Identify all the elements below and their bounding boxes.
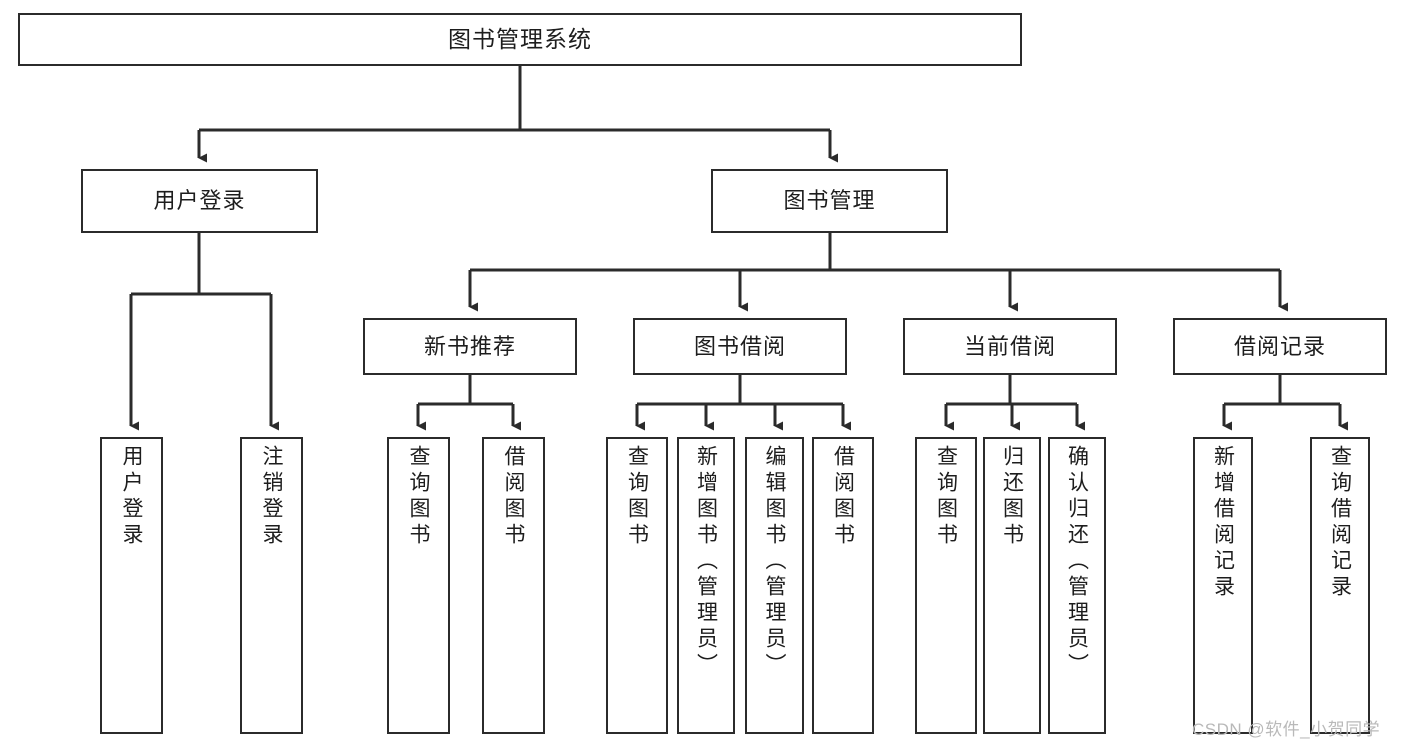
node-current-borrow[interactable]: 当前借阅: [903, 318, 1117, 375]
node-label: 新增借阅记录: [1211, 445, 1235, 601]
leaf-user-login-login[interactable]: 用户登录: [100, 437, 163, 734]
leaf-book-borrow-edit[interactable]: 编辑图书（管理员）: [745, 437, 804, 734]
node-label: 归还图书: [1000, 445, 1024, 549]
node-book-management[interactable]: 图书管理: [711, 169, 948, 233]
leaf-borrow-record-add[interactable]: 新增借阅记录: [1193, 437, 1253, 734]
node-label: 当前借阅: [963, 333, 1056, 359]
node-label: 借阅图书: [502, 445, 525, 549]
csdn-watermark: CSDN @软件_小贺同学: [1192, 720, 1381, 739]
node-label: 借阅图书: [831, 445, 855, 549]
node-label: 图书借阅: [693, 333, 786, 359]
node-label: 编辑图书（管理员）: [763, 445, 786, 679]
node-label: 查询图书: [934, 445, 958, 549]
node-label: 图书管理系统: [448, 25, 592, 52]
node-label: 确认归还（管理员）: [1065, 445, 1089, 679]
leaf-current-borrow-query[interactable]: 查询图书: [915, 437, 977, 734]
node-label: 图书管理: [783, 188, 876, 214]
node-label: 注销登录: [260, 445, 283, 549]
leaf-current-borrow-return[interactable]: 归还图书: [983, 437, 1041, 734]
leaf-book-borrow-query[interactable]: 查询图书: [606, 437, 668, 734]
node-label: 用户登录: [120, 445, 143, 549]
node-root-system[interactable]: 图书管理系统: [18, 13, 1022, 66]
node-label: 查询图书: [625, 445, 649, 549]
node-label: 查询图书: [407, 445, 430, 549]
node-label: 查询借阅记录: [1328, 445, 1352, 601]
leaf-book-borrow-borrow[interactable]: 借阅图书: [812, 437, 874, 734]
leaf-borrow-record-query[interactable]: 查询借阅记录: [1310, 437, 1370, 734]
node-book-borrow[interactable]: 图书借阅: [633, 318, 847, 375]
leaf-new-book-query[interactable]: 查询图书: [387, 437, 450, 734]
node-borrow-record[interactable]: 借阅记录: [1173, 318, 1387, 375]
leaf-book-borrow-add[interactable]: 新增图书（管理员）: [677, 437, 735, 734]
leaf-user-login-logout[interactable]: 注销登录: [240, 437, 303, 734]
node-label: 新增图书（管理员）: [694, 445, 718, 679]
node-label: 用户登录: [153, 188, 246, 214]
node-label: 新书推荐: [423, 333, 516, 359]
node-new-book-recommend[interactable]: 新书推荐: [363, 318, 577, 375]
node-label: 借阅记录: [1233, 333, 1326, 359]
leaf-current-borrow-confirm[interactable]: 确认归还（管理员）: [1048, 437, 1106, 734]
node-user-login[interactable]: 用户登录: [81, 169, 318, 233]
leaf-new-book-borrow[interactable]: 借阅图书: [482, 437, 545, 734]
